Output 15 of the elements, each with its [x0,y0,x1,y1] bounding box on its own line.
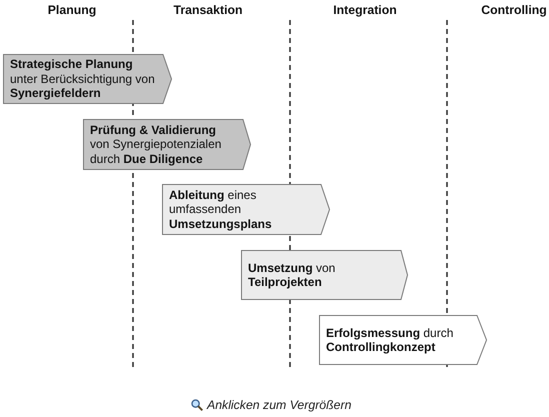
phase-heading: Controlling [481,3,547,17]
phase-heading: Transaktion [173,3,243,17]
chevron-step [162,184,330,235]
chevron-step [83,119,251,170]
step-text: Umsetzung von Teilprojekten [248,260,336,290]
phase-heading: Planung [48,3,96,17]
caption-text: Anklicken zum Vergrößern [207,398,352,412]
step-text: Erfolgsmessung durch Controllingkonzept [326,326,454,354]
step-text: Prüfung & Validierung von Synergiepotenzialen durch Due Diligence [90,122,222,166]
chevron-step [241,250,408,300]
step-text: Ableitung eines umfassenden Umsetzungsplans [169,188,273,232]
chevron-step [319,315,487,365]
step-text: Strategische Planung unter Berücksichtigung von Synergiefeldern [10,57,156,101]
chevron-step [3,54,172,104]
phase-heading: Integration [333,3,397,17]
